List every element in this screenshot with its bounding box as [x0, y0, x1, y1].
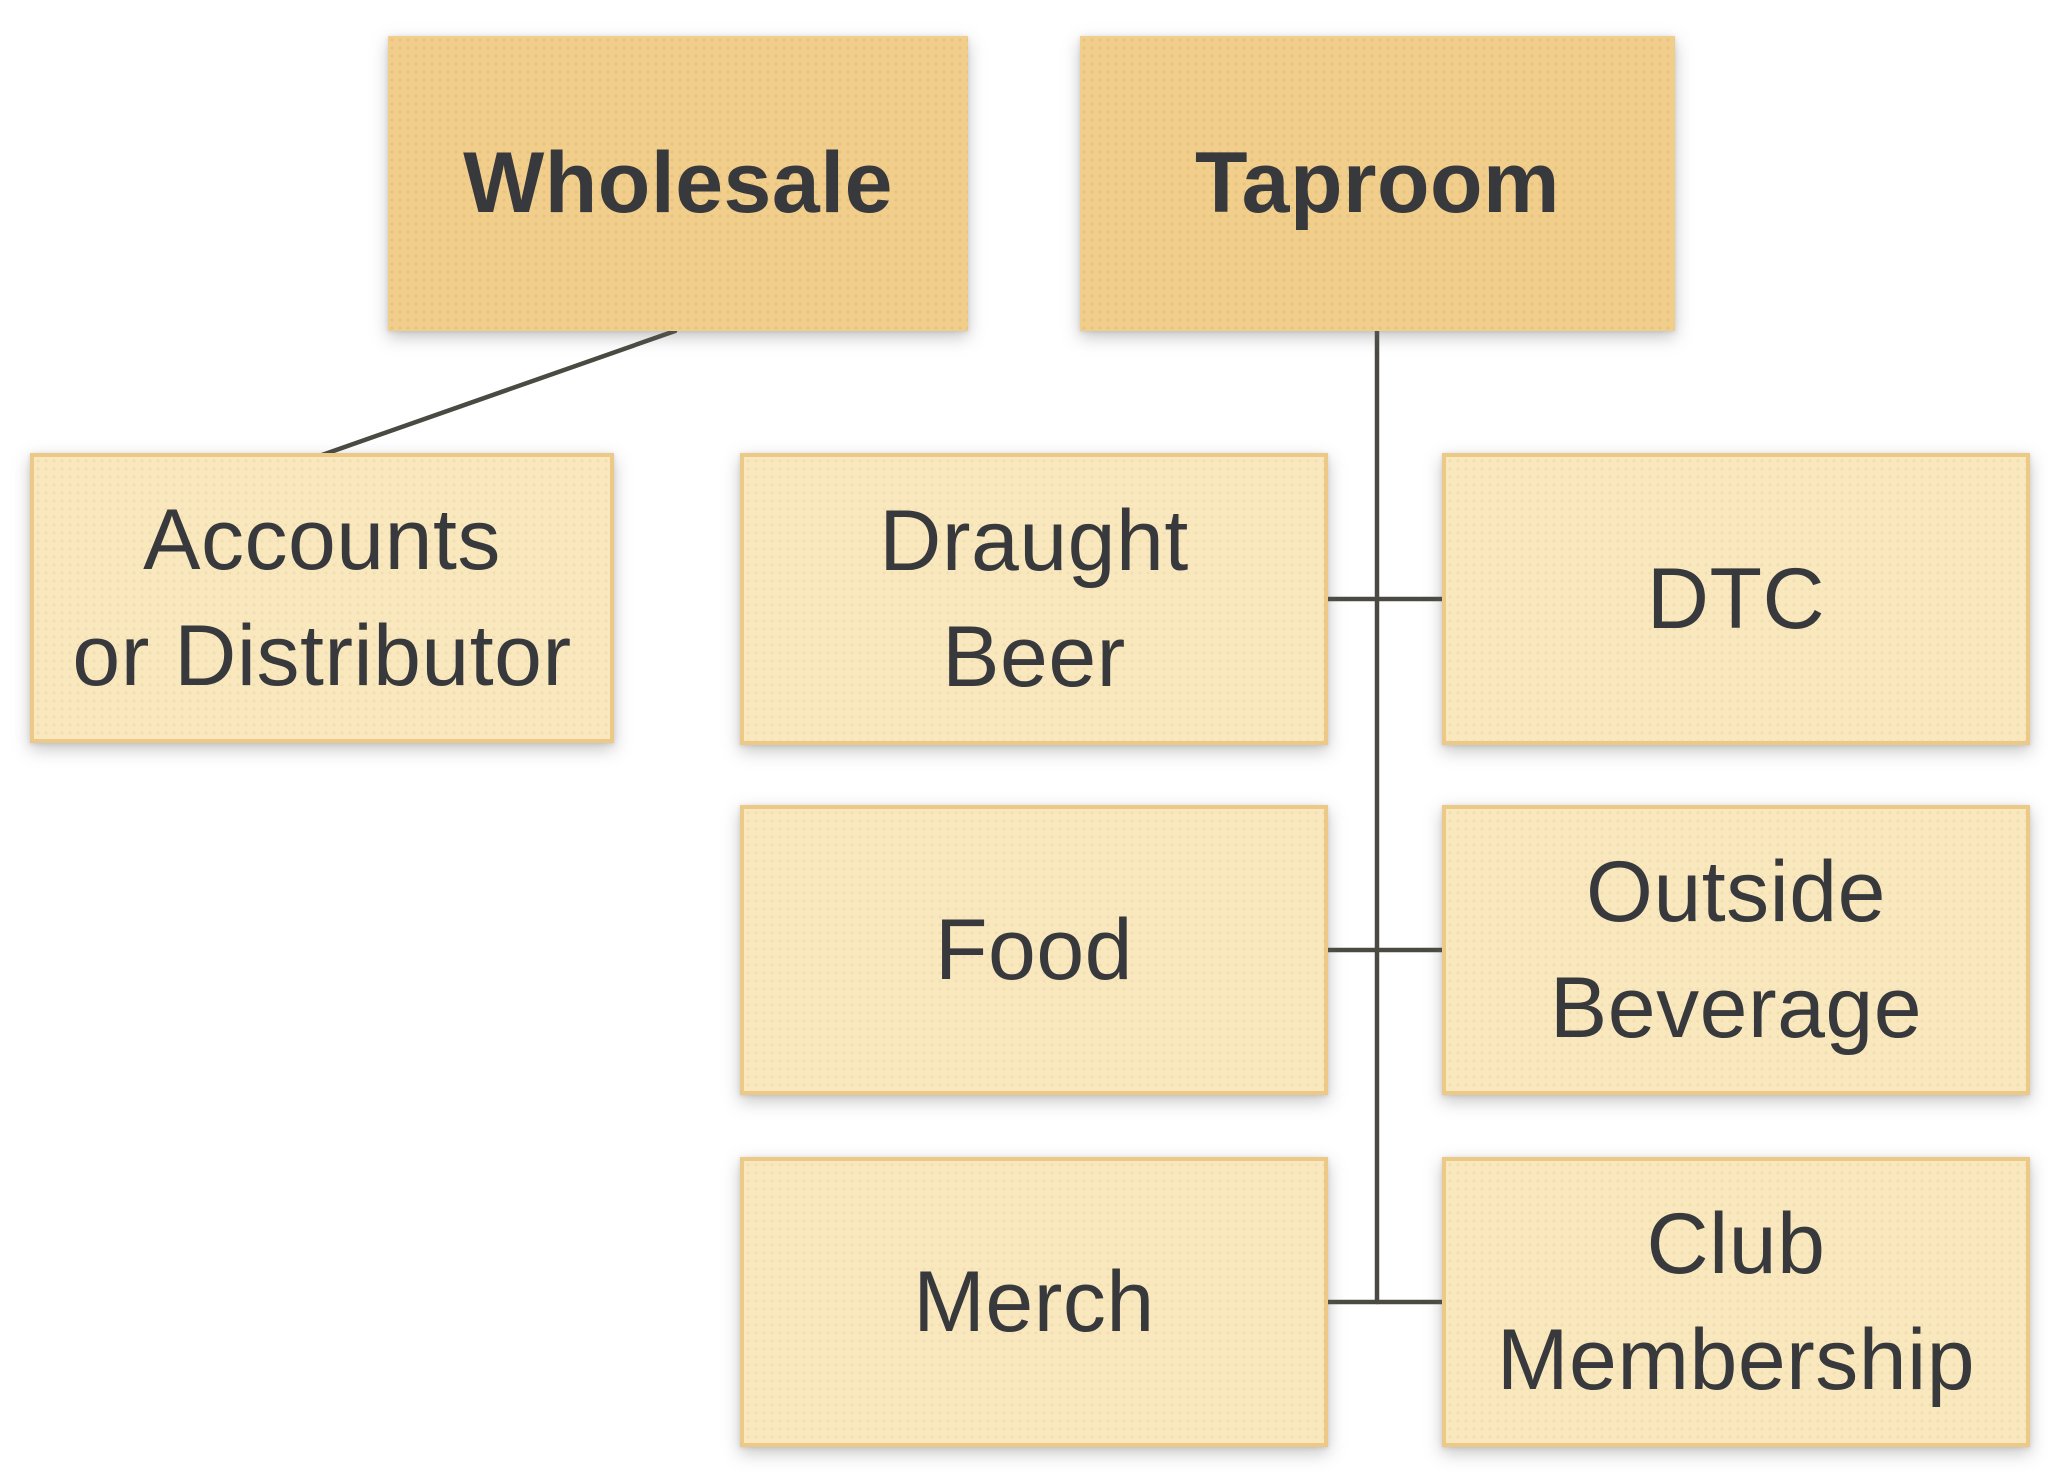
node-draught-beer-label: Draught Beer	[879, 492, 1189, 705]
node-wholesale-label: Wholesale	[463, 135, 893, 232]
node-dtc: DTC	[1442, 453, 2030, 745]
node-dtc-label: DTC	[1646, 550, 1826, 647]
node-food-label: Food	[934, 901, 1134, 998]
node-outside-beverage-label: Outside Beverage	[1549, 843, 1923, 1056]
node-taproom-label: Taproom	[1194, 135, 1560, 232]
connector-wholesale-accounts	[319, 328, 678, 458]
node-wholesale: Wholesale	[388, 36, 968, 331]
node-taproom: Taproom	[1080, 36, 1675, 331]
node-accounts-or-distributor-label: Accounts or Distributor	[72, 491, 572, 704]
node-merch-label: Merch	[913, 1253, 1155, 1350]
node-food: Food	[740, 805, 1328, 1095]
node-club-membership-label: Club Membership	[1496, 1195, 1976, 1408]
node-accounts-or-distributor: Accounts or Distributor	[30, 453, 614, 743]
node-club-membership: Club Membership	[1442, 1157, 2030, 1447]
node-draught-beer: Draught Beer	[740, 453, 1328, 745]
node-merch: Merch	[740, 1157, 1328, 1447]
node-outside-beverage: Outside Beverage	[1442, 805, 2030, 1095]
